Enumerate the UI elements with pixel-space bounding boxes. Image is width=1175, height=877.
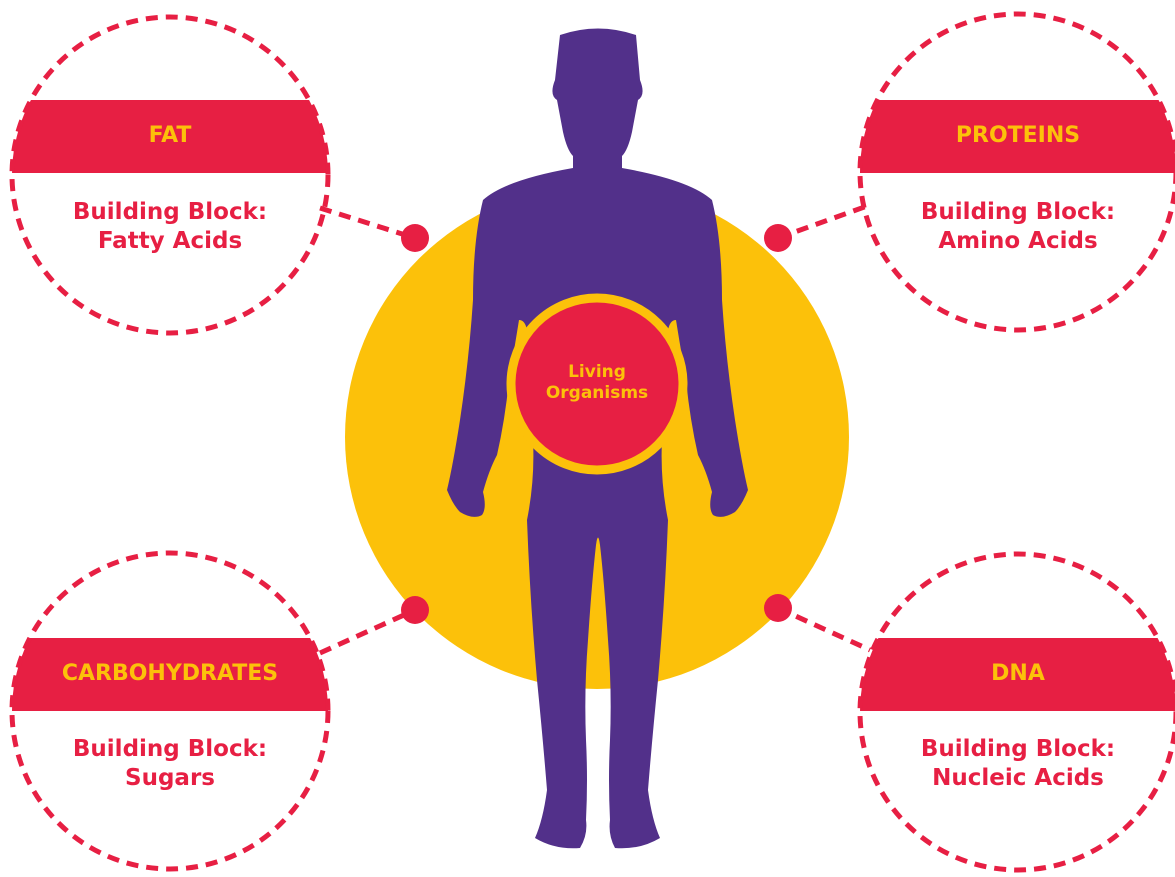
node-carbohydrates-block: Building Block: Sugars: [20, 735, 320, 793]
connector-carbohydrates: [320, 610, 415, 653]
connector-dot-carbohydrates: [401, 596, 429, 624]
node-proteins-block: Building Block: Amino Acids: [868, 198, 1168, 256]
node-fat-block-line2: Fatty Acids: [20, 227, 320, 256]
node-fat-border: [12, 17, 328, 333]
node-dna-block-line1: Building Block:: [868, 735, 1168, 764]
connector-dot-dna: [764, 594, 792, 622]
node-proteins: [855, 14, 1175, 330]
center-label: Living Organisms: [517, 362, 677, 405]
node-dna-block: Building Block: Nucleic Acids: [868, 735, 1168, 793]
connector-fat: [320, 208, 415, 238]
node-fat-block: Building Block: Fatty Acids: [20, 198, 320, 256]
node-carbohydrates: [0, 553, 340, 869]
node-dna-border: [860, 554, 1175, 870]
center-label-line1: Living: [517, 362, 677, 383]
node-proteins-block-line1: Building Block:: [868, 198, 1168, 227]
node-proteins-title: PROTEINS: [868, 122, 1168, 150]
node-carbohydrates-title: CARBOHYDRATES: [5, 660, 335, 688]
node-carbohydrates-block-line1: Building Block:: [20, 735, 320, 764]
node-dna-block-line2: Nucleic Acids: [868, 764, 1168, 793]
node-carbohydrates-block-line2: Sugars: [20, 764, 320, 793]
center-label-line2: Organisms: [517, 383, 677, 404]
node-fat-block-line1: Building Block:: [20, 198, 320, 227]
connector-dna: [778, 608, 870, 650]
node-fat: [0, 17, 340, 333]
connector-proteins: [778, 205, 870, 238]
node-proteins-block-line2: Amino Acids: [868, 227, 1168, 256]
node-fat-title: FAT: [20, 122, 320, 150]
connector-dot-fat: [401, 224, 429, 252]
node-dna-title: DNA: [868, 660, 1168, 688]
node-dna: [855, 554, 1175, 870]
connector-dot-proteins: [764, 224, 792, 252]
